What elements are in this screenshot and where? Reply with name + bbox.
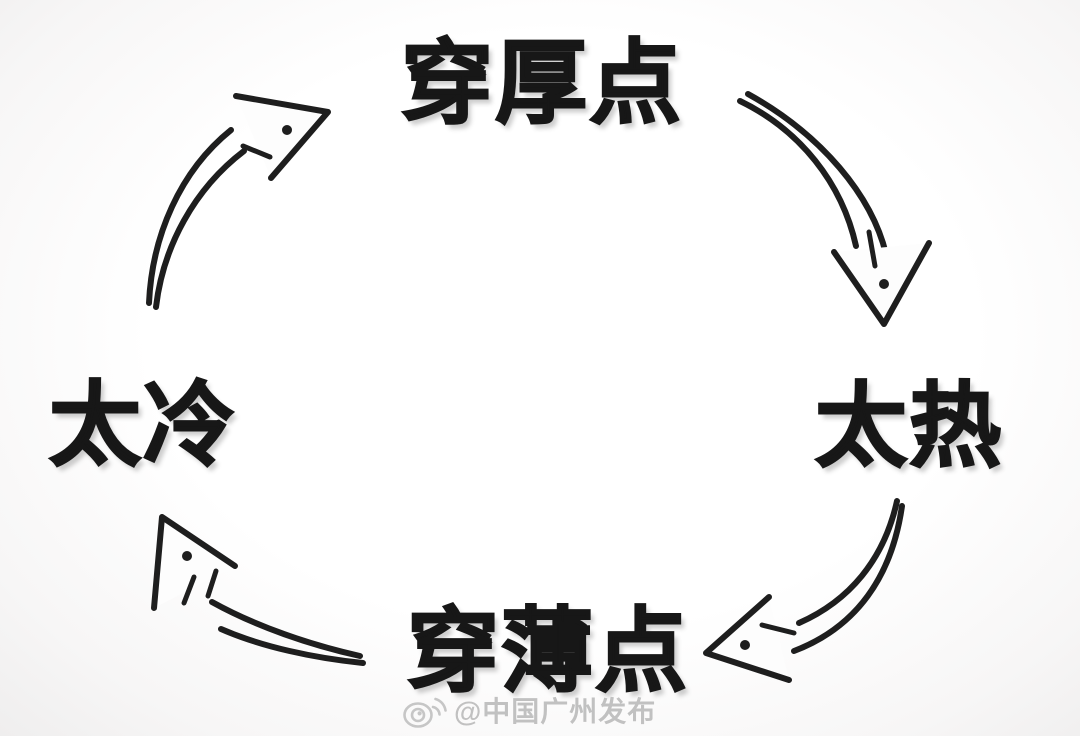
arrow-shaft (218, 626, 366, 666)
label-wear-thinner: 穿薄点 (406, 601, 690, 703)
arrow-wear-thick-to-too-hot (737, 91, 932, 327)
arrow-too-cold-to-wear-thick (146, 93, 331, 310)
arrow-shaft (796, 498, 900, 626)
weibo-watermark: @中国广州发布 (401, 690, 656, 730)
arrow-shaft (737, 98, 859, 249)
weibo-logo-icon (403, 697, 447, 728)
arrow-notch (205, 568, 219, 599)
label-too-cold: 太冷 (48, 375, 238, 477)
arrow-notch (866, 229, 878, 269)
arrow-shaft (745, 91, 889, 257)
label-wear-thicker: 穿厚点 (400, 33, 684, 135)
watermark-handle: @中国广州发布 (454, 696, 657, 727)
arrow-shaft (146, 127, 234, 306)
label-too-hot: 太热 (814, 376, 1004, 478)
arrow-too-hot-to-wear-thin (703, 498, 905, 683)
arrow-notch (759, 622, 797, 636)
arrow-wear-thin-to-too-cold (151, 514, 366, 666)
arrow-shaft (209, 599, 363, 659)
arrow-dot (182, 551, 192, 561)
arrow-shaft (153, 148, 247, 310)
arrow-notch (240, 143, 273, 160)
arrow-head (151, 514, 238, 611)
arrow-head (703, 594, 792, 683)
arrow-head (233, 93, 331, 181)
arrow-notch (181, 574, 197, 606)
arrow-dot (879, 279, 889, 289)
arrow-shaft (791, 503, 905, 654)
arrow-dot (740, 640, 750, 650)
arrow-dot (282, 125, 292, 135)
